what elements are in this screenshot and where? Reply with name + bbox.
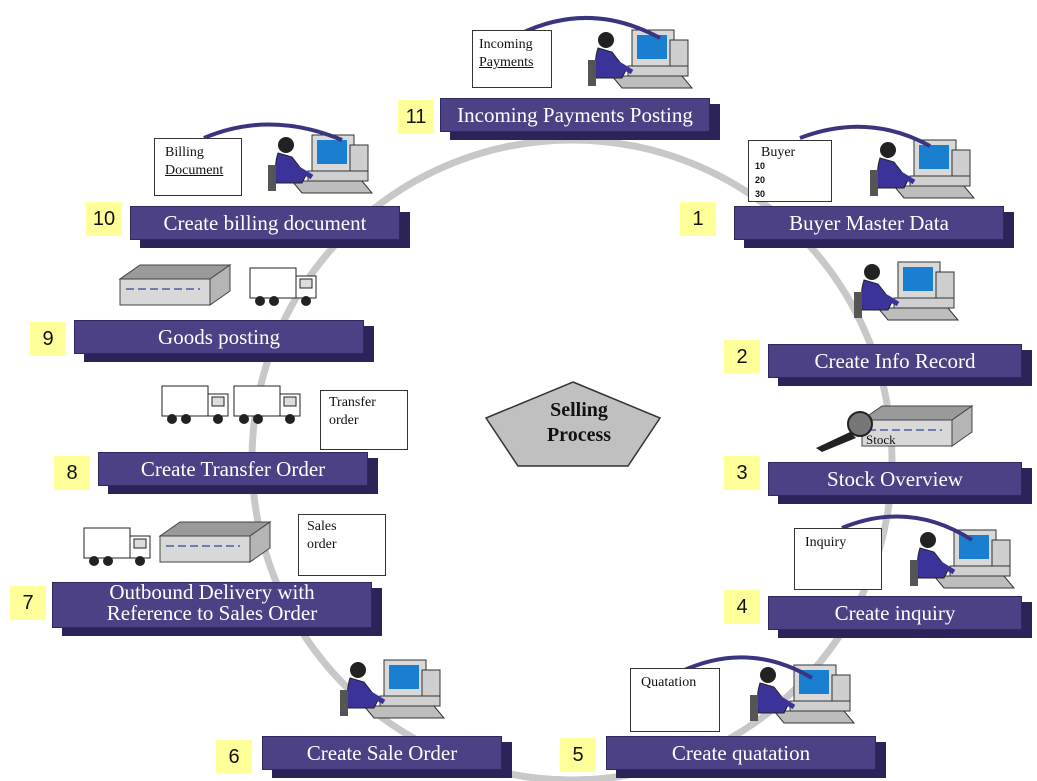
incoming-payments-document: Incoming Payments [472, 30, 552, 88]
step-7-label-line1: Outbound Delivery with [109, 580, 315, 604]
step-5-label: Create quatation [671, 741, 811, 765]
inquiry-doc-title: Inquiry [805, 535, 847, 550]
step-3-bar[interactable]: Stock Overview [768, 462, 1032, 504]
buyer-doc-row1: 10 [755, 161, 766, 171]
incoming-payments-doc-line1: Incoming [479, 37, 533, 52]
step-7-number: 7 [10, 586, 46, 620]
stock-label: Stock [866, 432, 896, 447]
quotation-doc-title: Quatation [641, 675, 697, 690]
step-1-bar[interactable]: Buyer Master Data [734, 206, 1014, 248]
buyer-document: Buyer 10 20 30 [748, 140, 832, 202]
center-label-line2: Process [546, 424, 612, 446]
step-5-number: 5 [560, 738, 596, 772]
step-10-bar[interactable]: Create billing document [130, 206, 410, 248]
sales-doc-line1: Sales [307, 519, 337, 534]
step-5-bar[interactable]: Create quatation [606, 736, 886, 778]
step-9-bar[interactable]: Goods posting [74, 320, 374, 362]
transfer-doc-line1: Transfer [329, 395, 376, 410]
step-8-number: 8 [54, 456, 90, 490]
buyer-doc-title: Buyer [761, 145, 796, 160]
quotation-document: Quatation [630, 668, 720, 732]
step-4-label: Create inquiry [834, 601, 956, 625]
step-9-number: 9 [30, 322, 66, 356]
buyer-doc-row3: 30 [755, 189, 766, 199]
buyer-doc-row2: 20 [755, 175, 766, 185]
step-11-bar[interactable]: Incoming Payments Posting [440, 98, 720, 140]
step-11-number: 11 [398, 100, 434, 134]
step-4-bar[interactable]: Create inquiry [768, 596, 1032, 638]
step-6-label: Create Sale Order [306, 741, 458, 765]
incoming-payments-doc-line2: Payments [479, 55, 534, 70]
sales-order-document: Sales order [298, 514, 386, 576]
billing-doc-line1: Billing [165, 145, 204, 160]
step-11-label: Incoming Payments Posting [457, 103, 693, 127]
step-1-label: Buyer Master Data [789, 211, 949, 235]
step-3-label: Stock Overview [827, 467, 963, 491]
step-10-number: 10 [86, 202, 122, 236]
inquiry-document: Inquiry [794, 528, 882, 590]
center-label: Selling Process [520, 398, 638, 448]
sales-doc-line2: order [307, 537, 337, 552]
step-8-bar[interactable]: Create Transfer Order [98, 452, 378, 494]
step-10-label: Create billing document [163, 211, 367, 235]
transfer-order-document: Transfer order [320, 390, 408, 450]
step-4-number: 4 [724, 590, 760, 624]
step-9-label: Goods posting [158, 325, 280, 349]
billing-doc-line2: Document [165, 163, 224, 178]
center-pentagon [484, 381, 662, 467]
step-2-bar[interactable]: Create Info Record [768, 344, 1032, 386]
step-1-number: 1 [680, 202, 716, 236]
transfer-doc-line2: order [329, 413, 359, 428]
step-3-number: 3 [724, 456, 760, 490]
step-7-label-line2: Reference to Sales Order [106, 601, 318, 625]
step-2-label: Create Info Record [814, 349, 976, 373]
billing-document: Billing Document [154, 138, 242, 196]
step-8-label: Create Transfer Order [140, 457, 326, 481]
step-7-bar[interactable]: Outbound Delivery with Reference to Sale… [52, 580, 382, 636]
step-6-number: 6 [216, 740, 252, 774]
center-label-line1: Selling [550, 399, 608, 421]
step-2-number: 2 [724, 340, 760, 374]
step-6-bar[interactable]: Create Sale Order [262, 736, 512, 778]
